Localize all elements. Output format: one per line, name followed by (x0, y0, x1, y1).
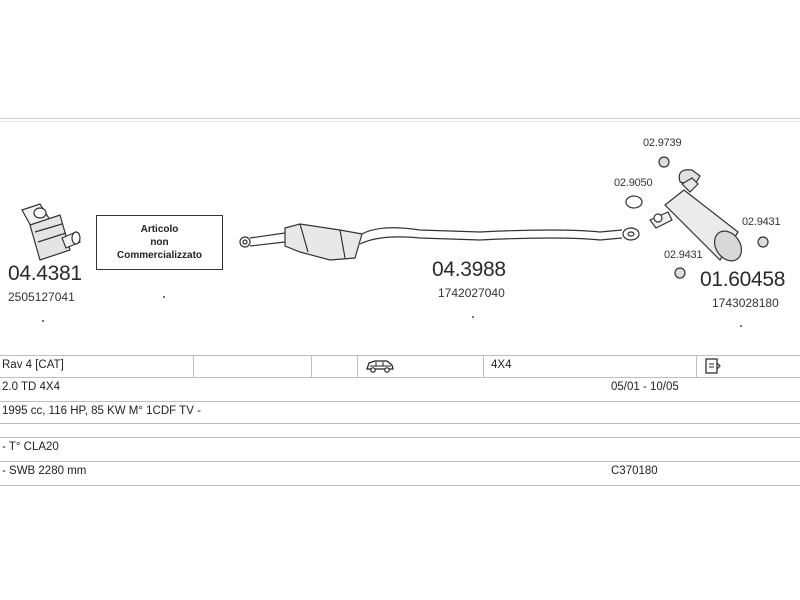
front-pipe-code[interactable]: 04.3988 (432, 258, 506, 281)
exhaust-diagram (21, 156, 769, 279)
column-divider (357, 356, 358, 378)
mount-part-left (674, 267, 686, 279)
drive-cell: 4X4 (491, 359, 512, 371)
table-row: - SWB 2280 mm C370180 (0, 461, 800, 483)
rear-silencer-drawing (649, 169, 743, 262)
gasket-part (658, 156, 670, 168)
table-row: Rav 4 [CAT] 4X4 (0, 355, 800, 378)
top-border-line (0, 118, 800, 119)
wheelbase-cell: - SWB 2280 mm (2, 465, 87, 477)
dot-marker (42, 320, 44, 322)
front-pipe-oem: 1742027040 (438, 286, 505, 300)
table-row (0, 423, 800, 437)
specs-cell: 1995 cc, 116 HP, 85 KW M° 1CDF TV - (2, 405, 201, 417)
catalytic-converter-oem: 2505127041 (8, 290, 75, 304)
gasket-code[interactable]: 02.9739 (643, 137, 682, 149)
column-divider (193, 356, 194, 378)
not-sold-note-text: Articolo non Commercializzato (116, 224, 203, 261)
mount-code-right[interactable]: 02.9431 (742, 216, 781, 228)
dates-cell: 05/01 - 10/05 (611, 381, 679, 393)
document-icon[interactable] (704, 358, 722, 377)
dot-marker (472, 316, 474, 318)
mount-code-left[interactable]: 02.9431 (664, 249, 703, 261)
dot-marker (163, 296, 165, 298)
hardware-drawings (625, 156, 769, 279)
column-divider (696, 356, 697, 378)
catalytic-converter-drawing (21, 203, 81, 261)
suv-car-icon (365, 358, 395, 377)
mount-part-right (757, 236, 769, 248)
clamp-part (625, 195, 643, 209)
rear-silencer-oem: 1743028180 (712, 296, 779, 310)
table-row: - T° CLA20 (0, 437, 800, 459)
note-cell: - T° CLA20 (2, 441, 59, 453)
clamp-code[interactable]: 02.9050 (614, 177, 653, 189)
column-divider (311, 356, 312, 378)
column-divider (483, 356, 484, 378)
reference-cell: C370180 (611, 465, 658, 477)
not-sold-note-box: Articolo non Commercializzato (96, 215, 223, 270)
model-cell: Rav 4 [CAT] (2, 359, 64, 371)
dot-marker (740, 325, 742, 327)
front-pipe-drawing (239, 223, 640, 261)
table-row: 1995 cc, 116 HP, 85 KW M° 1CDF TV - (0, 401, 800, 423)
engine-cell: 2.0 TD 4X4 (2, 381, 60, 393)
table-row: 2.0 TD 4X4 05/01 - 10/05 (0, 377, 800, 399)
top-border-line-2 (0, 121, 800, 122)
catalytic-converter-code[interactable]: 04.4381 (8, 262, 82, 285)
rear-silencer-code[interactable]: 01.60458 (700, 268, 786, 291)
table-bottom-line (0, 485, 800, 486)
